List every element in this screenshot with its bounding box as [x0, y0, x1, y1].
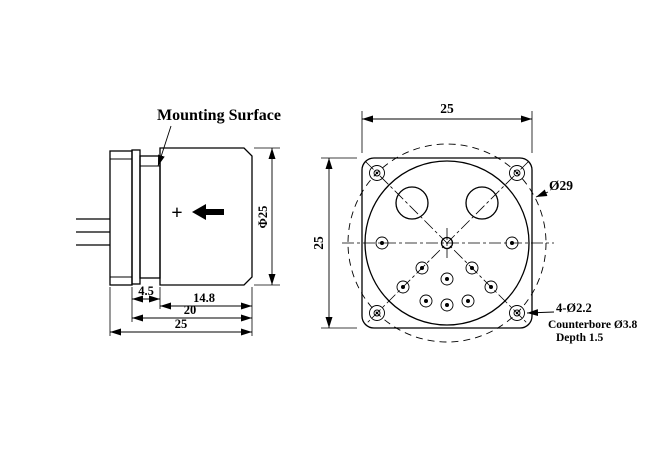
corner-hole-callout: 4-Ø2.2 Counterbore Ø3.8 Depth 1.5	[526, 301, 637, 344]
pin	[440, 298, 454, 312]
dim-front-height: 25	[311, 157, 357, 329]
main-body	[159, 147, 253, 286]
dim-20: 20	[132, 303, 252, 322]
dim-phi-25: Φ25	[256, 148, 276, 285]
pin	[375, 236, 389, 250]
leader-line-corner-hole	[526, 309, 555, 317]
pin	[415, 261, 429, 275]
counterbore-depth-label: Depth 1.5	[556, 332, 604, 344]
pin	[465, 261, 479, 275]
connector-pins	[76, 218, 110, 246]
corner-hole	[509, 305, 525, 321]
center-hole	[440, 236, 454, 250]
corner-hole	[369, 305, 385, 321]
corner-holes-label: 4-Ø2.2	[556, 301, 592, 315]
connector-housing	[109, 150, 133, 286]
counterbore-label: Counterbore Ø3.8	[548, 319, 637, 331]
dim-phi-25-value: Φ25	[256, 206, 270, 229]
bolt-circle-label: Ø29	[549, 178, 573, 193]
dim-14-8: 14.8	[160, 291, 252, 310]
pin	[484, 280, 498, 294]
direction-arrow-icon	[192, 204, 224, 220]
mounting-flange	[131, 149, 141, 285]
pin	[461, 294, 475, 308]
leader-line-mounting-surface	[157, 125, 172, 167]
corner-holes	[369, 165, 525, 321]
leader-line-bolt-circle	[535, 189, 549, 198]
connector-pin-pattern	[375, 236, 519, 312]
side-view: + Mounting Surface 4.5 14.8	[76, 107, 281, 336]
pin	[419, 294, 433, 308]
dim-25-overall: 25	[110, 317, 252, 336]
dim-20-value: 20	[184, 303, 197, 317]
corner-hole	[509, 165, 525, 181]
mounting-surface-callout: Mounting Surface	[157, 107, 281, 167]
dim-14-8-value: 14.8	[193, 291, 215, 305]
corner-hole	[369, 165, 385, 181]
dim-front-width-value: 25	[440, 101, 454, 116]
large-hole-left	[395, 186, 429, 220]
large-hole-right	[465, 186, 499, 220]
dim-4-5-value: 4.5	[138, 284, 154, 298]
dim-25-value: 25	[175, 317, 188, 331]
dim-front-height-value: 25	[311, 236, 326, 250]
pin	[396, 280, 410, 294]
dim-front-width: 25	[361, 101, 533, 153]
pin	[440, 272, 454, 286]
pin	[505, 236, 519, 250]
bolt-circle-callout: Ø29	[535, 178, 573, 198]
plus-marker: +	[171, 202, 182, 224]
mid-section	[139, 155, 161, 279]
dim-4-5: 4.5	[132, 284, 160, 303]
mounting-surface-label: Mounting Surface	[157, 107, 281, 124]
front-view: 25 25 Ø29 4-Ø2.2 Counterbore Ø3.8 Depth …	[311, 101, 637, 344]
